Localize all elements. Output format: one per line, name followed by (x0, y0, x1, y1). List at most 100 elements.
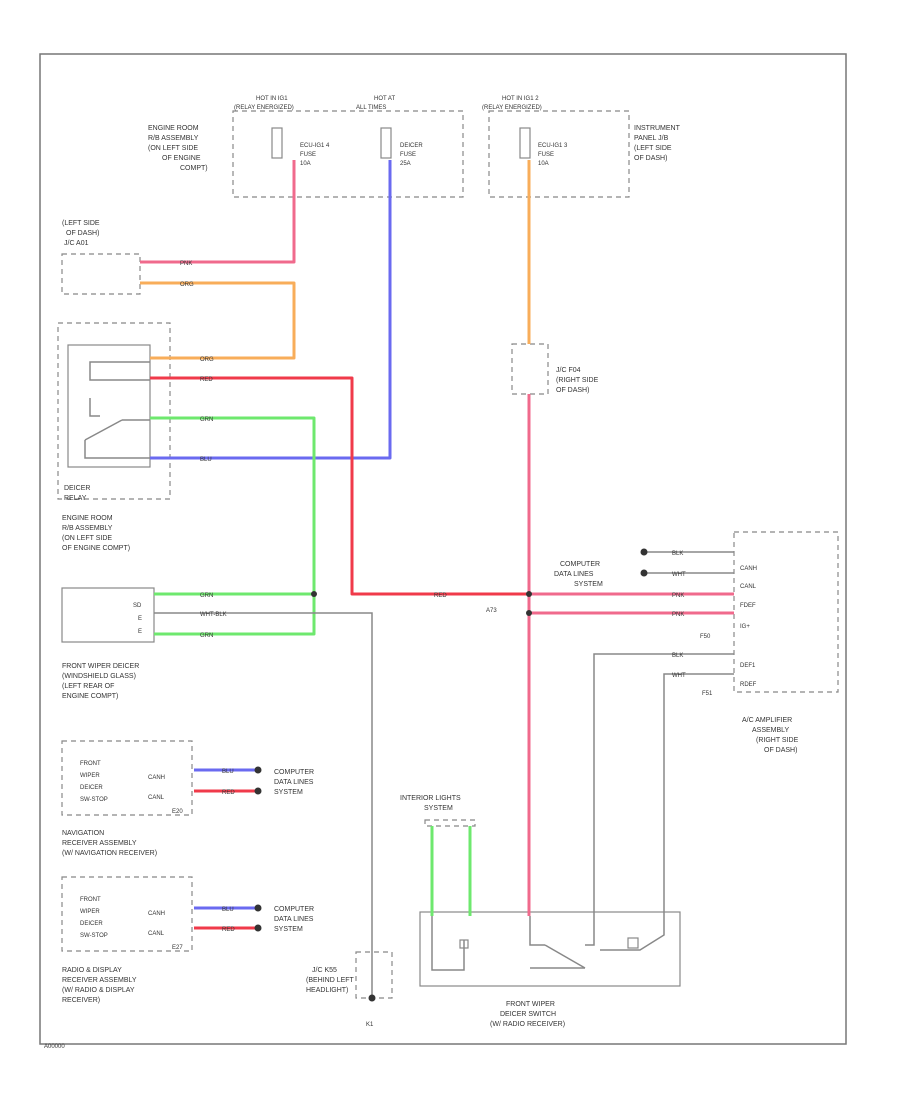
splice-a73 (526, 591, 532, 597)
svg-text:OF DASH): OF DASH) (556, 387, 589, 394)
radio-dot-2 (254, 924, 262, 932)
svg-text:HOT AT: HOT AT (374, 96, 395, 102)
front-wiper-deicer-pins: SD E E (133, 603, 142, 635)
svg-text:GRN: GRN (200, 633, 213, 639)
svg-text:CANL: CANL (740, 584, 757, 590)
ground-k1 (368, 994, 376, 1002)
navigation-receiver-box (61, 740, 193, 816)
fuse-2: HOT AT ALL TIMES DEICER FUSE 25A (356, 96, 423, 167)
ac-amplifier-box (733, 531, 839, 693)
svg-text:INTERIOR LIGHTS: INTERIOR LIGHTS (400, 795, 461, 802)
svg-text:RECEIVER): RECEIVER) (62, 997, 100, 1004)
svg-text:OF DASH): OF DASH) (634, 155, 667, 162)
interior-lights-label: INTERIOR LIGHTS SYSTEM (400, 795, 461, 812)
svg-text:E27: E27 (172, 945, 183, 951)
svg-text:RADIO & DISPLAY: RADIO & DISPLAY (62, 967, 122, 974)
svg-text:GRN: GRN (200, 417, 213, 423)
svg-text:(W/ RADIO & DISPLAY: (W/ RADIO & DISPLAY (62, 987, 135, 994)
svg-text:COMPT): COMPT) (180, 165, 208, 172)
svg-text:COMPUTER: COMPUTER (274, 769, 314, 776)
svg-text:RED: RED (200, 377, 213, 383)
joint-k1-label: K1 (366, 1022, 374, 1028)
svg-text:ENGINE ROOM: ENGINE ROOM (62, 515, 113, 522)
svg-text:DATA LINES: DATA LINES (274, 779, 314, 786)
svg-text:(LEFT SIDE: (LEFT SIDE (62, 220, 100, 227)
svg-text:DEICER: DEICER (64, 485, 90, 492)
wire-blue-fuse2 (150, 160, 392, 460)
radio-display-label: RADIO & DISPLAY RECEIVER ASSEMBLY (W/ RA… (62, 967, 137, 1004)
svg-text:PNK: PNK (672, 612, 684, 618)
svg-text:(LEFT SIDE: (LEFT SIDE (634, 145, 672, 152)
fuse-3: HOT IN IG1 2 (RELAY ENERGIZED) ECU-IG1 3… (482, 96, 568, 167)
ac-computer-data-label: COMPUTER DATA LINES SYSTEM (554, 561, 603, 588)
svg-text:FRONT: FRONT (80, 761, 101, 767)
svg-text:RELAY: RELAY (64, 495, 87, 502)
svg-text:(BEHIND LEFT: (BEHIND LEFT (306, 977, 355, 984)
svg-text:NAVIGATION: NAVIGATION (62, 830, 104, 837)
svg-text:SW-STOP: SW-STOP (80, 797, 108, 803)
svg-text:CANH: CANH (148, 911, 165, 917)
svg-text:DEF1: DEF1 (740, 663, 756, 669)
joint-a73-label: A73 (486, 608, 497, 614)
svg-text:(ON LEFT SIDE: (ON LEFT SIDE (148, 145, 198, 152)
deicer-relay-label: DEICER RELAY (64, 485, 90, 502)
svg-text:HEADLIGHT): HEADLIGHT) (306, 987, 348, 994)
svg-text:INSTRUMENT: INSTRUMENT (634, 125, 681, 132)
svg-text:PANEL J/B: PANEL J/B (634, 135, 669, 142)
svg-text:BLU: BLU (222, 907, 234, 913)
svg-text:ECU-IG1 3: ECU-IG1 3 (538, 143, 568, 149)
wire-orange-relay (140, 281, 296, 360)
ac-amplifier-label: A/C AMPLIFIER ASSEMBLY (RIGHT SIDE OF DA… (742, 717, 799, 754)
svg-text:(LEFT REAR OF: (LEFT REAR OF (62, 683, 114, 690)
jc-k55-box (355, 951, 393, 999)
svg-text:WHT: WHT (672, 572, 686, 578)
wire-gray-ac-blk (593, 653, 734, 916)
svg-text:25A: 25A (400, 161, 411, 167)
svg-text:(RELAY ENERGIZED): (RELAY ENERGIZED) (482, 105, 542, 111)
svg-text:CANL: CANL (148, 931, 165, 937)
svg-text:CANL: CANL (148, 795, 165, 801)
svg-text:E20: E20 (172, 809, 183, 815)
front-wiper-switch-internals (431, 916, 665, 971)
svg-text:WIPER: WIPER (80, 773, 100, 779)
svg-text:WHT-BLK: WHT-BLK (200, 612, 227, 618)
svg-text:BLK: BLK (672, 551, 683, 557)
fuse-1: HOT IN IG1 (RELAY ENERGIZED) ECU-IG1 4 F… (234, 96, 330, 167)
svg-text:WIPER: WIPER (80, 909, 100, 915)
wire-gray-wht-blk (154, 612, 373, 1000)
comp-data-dot-1 (640, 548, 648, 556)
svg-text:R/B ASSEMBLY: R/B ASSEMBLY (148, 135, 199, 142)
svg-text:(RELAY ENERGIZED): (RELAY ENERGIZED) (234, 105, 294, 111)
deicer-relay-coil (84, 361, 150, 459)
navigation-label: NAVIGATION RECEIVER ASSEMBLY (W/ NAVIGAT… (62, 830, 157, 857)
jc-f04-label: J/C F04 (RIGHT SIDE OF DASH) (556, 367, 599, 394)
navigation-sw-label: FRONT WIPER DEICER SW-STOP CANH CANL E20 (80, 761, 183, 815)
svg-text:E: E (138, 629, 142, 635)
svg-text:ENGINE COMPT): ENGINE COMPT) (62, 693, 118, 700)
splice-green (311, 591, 317, 597)
svg-text:(W/ NAVIGATION RECEIVER): (W/ NAVIGATION RECEIVER) (62, 850, 157, 857)
svg-text:(RIGHT SIDE: (RIGHT SIDE (756, 737, 799, 744)
comp-data-dot-2 (640, 569, 648, 577)
svg-text:DATA LINES: DATA LINES (274, 916, 314, 923)
svg-text:FRONT WIPER DEICER: FRONT WIPER DEICER (62, 663, 139, 670)
ac-amplifier-pins: CANH CANL FDEF IG+ DEF1 RDEF F50 F51 (700, 566, 757, 697)
splice-a73-b (526, 610, 532, 616)
svg-text:RED: RED (222, 790, 235, 796)
radio-dot-1 (254, 904, 262, 912)
front-wiper-switch-label: FRONT WIPER DEICER SWITCH (W/ RADIO RECE… (490, 1001, 565, 1028)
wire-green-relay (150, 416, 316, 636)
svg-text:F51: F51 (702, 691, 713, 697)
svg-text:RED: RED (222, 927, 235, 933)
svg-text:OF DASH): OF DASH) (764, 747, 797, 754)
radio-sw-label: FRONT WIPER DEICER SW-STOP CANH CANL E27 (80, 897, 183, 951)
svg-text:SW-STOP: SW-STOP (80, 933, 108, 939)
svg-text:ORG: ORG (180, 282, 194, 288)
svg-text:BLK: BLK (672, 653, 683, 659)
svg-text:SYSTEM: SYSTEM (274, 926, 303, 933)
radio-display-receiver-box (61, 876, 193, 952)
svg-text:RDEF: RDEF (740, 682, 757, 688)
svg-text:SD: SD (133, 603, 142, 609)
svg-text:SYSTEM: SYSTEM (274, 789, 303, 796)
svg-text:F50: F50 (700, 634, 711, 640)
